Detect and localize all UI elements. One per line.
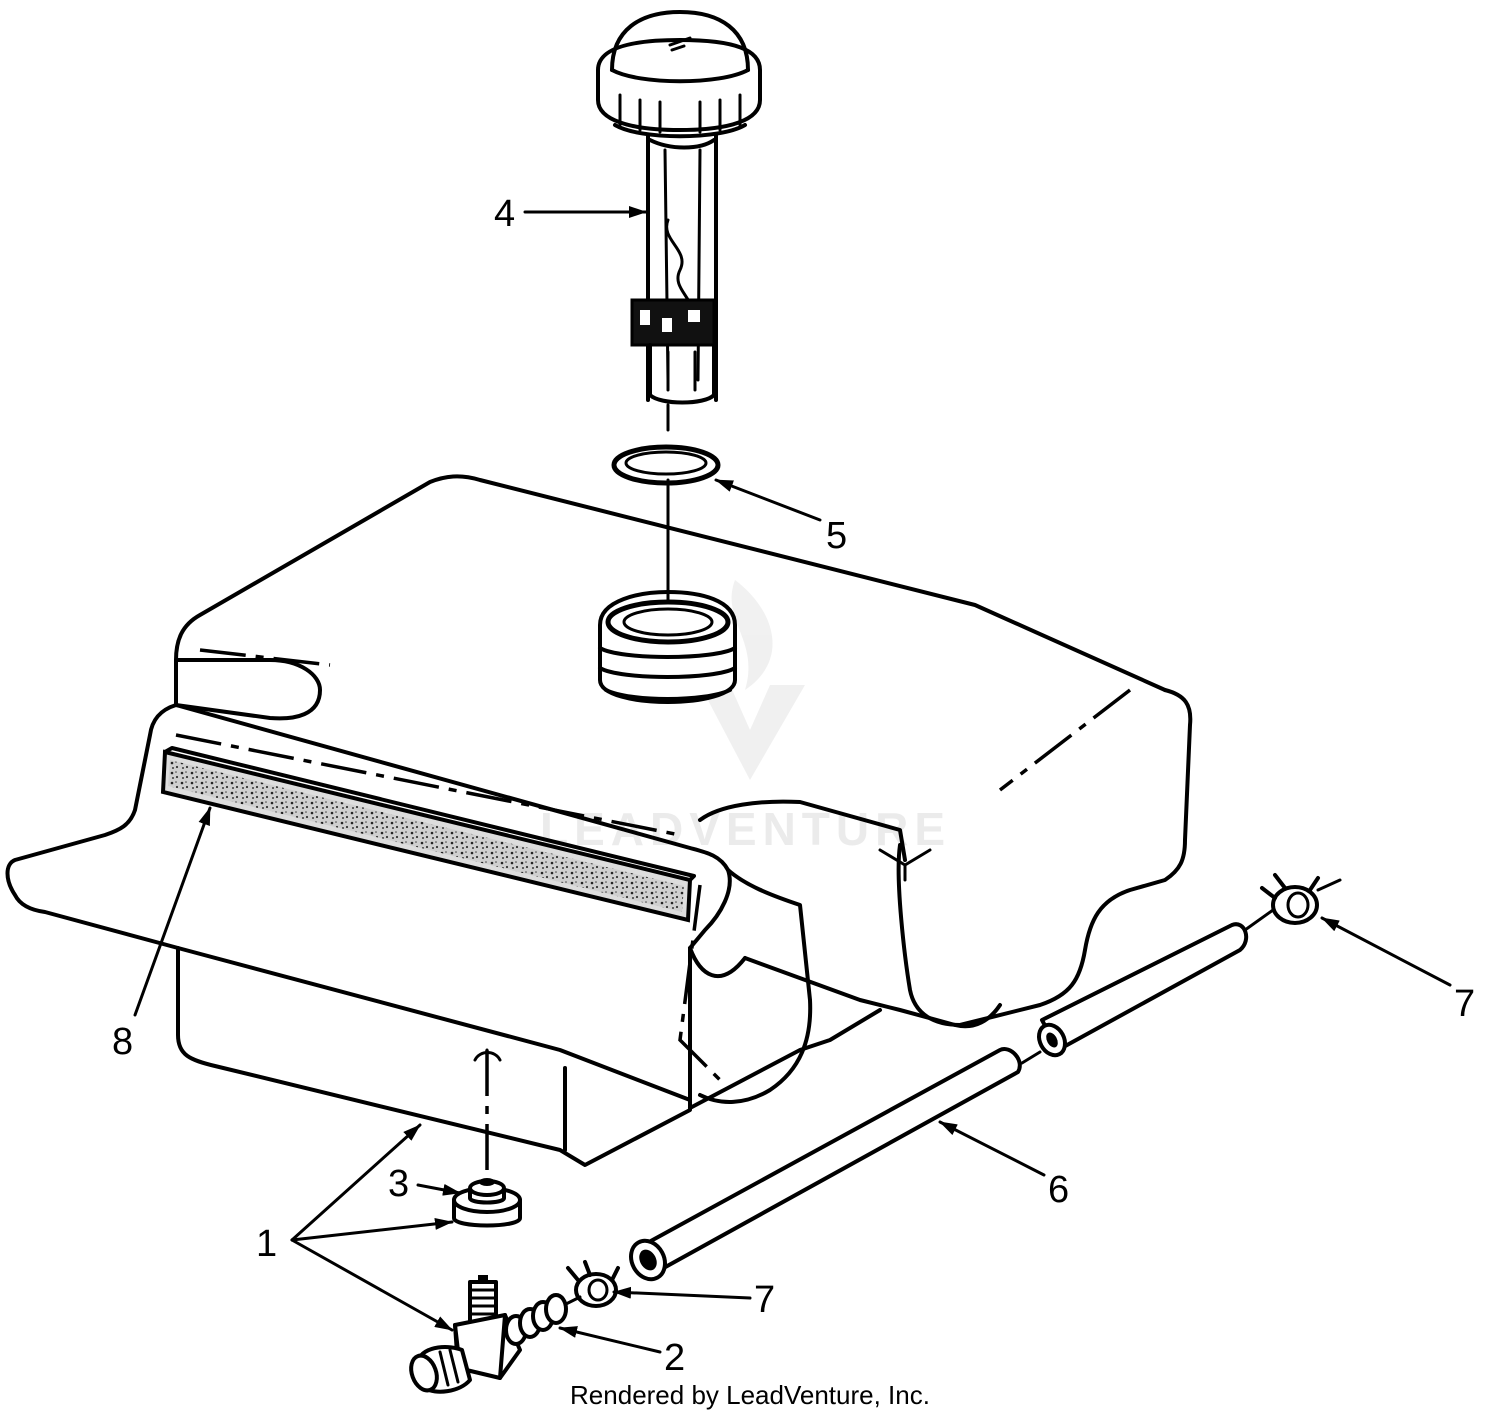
hose-clamp-lower <box>566 1260 620 1308</box>
foam-strip <box>160 746 696 923</box>
filler-neck-grommet <box>598 590 737 704</box>
fuel-gauge-cap <box>596 10 762 432</box>
callout-7-lower: 7 <box>754 1279 775 1321</box>
callout-labels: 4 5 6 7 7 2 3 1 8 <box>112 193 1475 1379</box>
callout-1: 1 <box>256 1223 277 1265</box>
callout-7-upper: 7 <box>1454 983 1475 1025</box>
callout-4: 4 <box>494 193 515 235</box>
gasket <box>611 444 721 486</box>
valve-spring <box>504 1293 582 1346</box>
callout-2: 2 <box>664 1337 685 1379</box>
leadventure-watermark: LEADVENTURE <box>540 580 951 855</box>
fuel-line-hose <box>629 878 1342 1282</box>
render-credit: Rendered by LeadVenture, Inc. <box>570 1380 930 1410</box>
callout-6: 6 <box>1048 1169 1069 1211</box>
drain-plug <box>452 1178 522 1228</box>
fuel-tank <box>5 474 1193 1167</box>
fuel-shutoff-valve <box>409 1275 522 1394</box>
callout-3: 3 <box>388 1163 409 1205</box>
callout-5: 5 <box>826 515 847 557</box>
hose-clamp-upper <box>1260 873 1320 925</box>
leader-lines <box>133 206 1452 1354</box>
callout-8: 8 <box>112 1021 133 1063</box>
watermark-text: LEADVENTURE <box>540 803 951 855</box>
